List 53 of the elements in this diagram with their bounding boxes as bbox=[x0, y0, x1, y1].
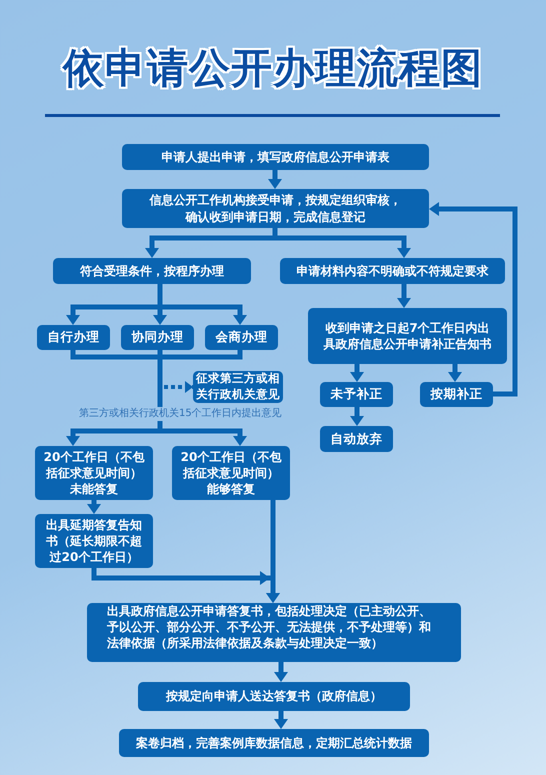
process-box bbox=[280, 258, 505, 284]
process-box bbox=[37, 325, 110, 350]
box-text: 申请材料内容不明确或不符规定要求 bbox=[296, 262, 490, 280]
box-text: 符合受理条件，按程序办理 bbox=[79, 262, 225, 280]
arrow bbox=[160, 428, 247, 446]
title: 依申请公开办理流程图 bbox=[61, 43, 484, 94]
process-box bbox=[205, 325, 278, 350]
box-text: 出具政府信息公开申请答复书，包括处理决定（已主动公开、予以公开、部分公开、不予公开、无法提供，不予处理等）和法律依据（所采用法律依据及条款与处理决定一致） bbox=[107, 603, 432, 652]
connector-line bbox=[158, 357, 162, 431]
arrow bbox=[397, 284, 411, 308]
process-box bbox=[172, 446, 290, 500]
process-box bbox=[87, 603, 461, 662]
box-text: 自动放弃 bbox=[330, 430, 384, 448]
arrow bbox=[448, 364, 462, 382]
connector-line bbox=[160, 350, 242, 360]
process-box bbox=[138, 682, 410, 711]
box-text: 案卷归档，完善案例库数据信息，定期汇总统计数据 bbox=[135, 734, 413, 752]
process-box bbox=[308, 308, 507, 364]
arrow bbox=[268, 170, 282, 189]
box-text: 按期补正 bbox=[429, 386, 484, 403]
box-text: 按规定向申请人送达答复书（政府信息） bbox=[164, 688, 383, 705]
box-text: 20个工作日（不包括征求意见时间）能够答复 bbox=[180, 448, 282, 498]
process-box bbox=[122, 189, 429, 228]
process-box bbox=[320, 382, 393, 407]
box-text: 收到申请之日起7个工作日内出具政府信息公开申请补正告知书 bbox=[323, 320, 492, 352]
box-text: 征求第三方或相关行政机关意见 bbox=[195, 371, 281, 403]
arrow bbox=[274, 662, 288, 682]
box-text: 协同办理 bbox=[130, 329, 184, 346]
arrow bbox=[66, 428, 160, 446]
process-box bbox=[35, 446, 153, 500]
arrow bbox=[350, 364, 364, 382]
process-box bbox=[420, 382, 493, 407]
arrow bbox=[87, 500, 101, 514]
process-box bbox=[122, 144, 429, 170]
note-text: 第三方或相关行政机关15个工作日内提出意见 bbox=[77, 407, 284, 421]
arrow bbox=[274, 711, 288, 729]
arrow bbox=[429, 202, 518, 396]
box-text: 未予补正 bbox=[330, 386, 384, 403]
box-text: 信息公开工作机构接受申请，按规定组织审核，确认收到申请日期，完成信息登记 bbox=[148, 192, 402, 225]
process-box bbox=[35, 514, 153, 568]
process-box bbox=[53, 258, 251, 284]
box-text: 自行办理 bbox=[46, 329, 100, 346]
process-box bbox=[119, 729, 429, 757]
dotted-arrow bbox=[164, 381, 193, 393]
box-text: 会商办理 bbox=[214, 329, 268, 346]
arrow bbox=[350, 407, 364, 426]
process-box bbox=[320, 426, 393, 452]
box-text: 出具延期答复告知书（延长期限不超过20个工作日） bbox=[45, 516, 143, 566]
arrow bbox=[266, 500, 280, 603]
process-box bbox=[121, 325, 194, 350]
connector-line bbox=[70, 350, 160, 360]
box-text: 申请人提出申请，填写政府信息公开申请表 bbox=[160, 148, 390, 166]
box-text: 20个工作日（不包括征求意见时间）未能答复 bbox=[42, 448, 146, 498]
